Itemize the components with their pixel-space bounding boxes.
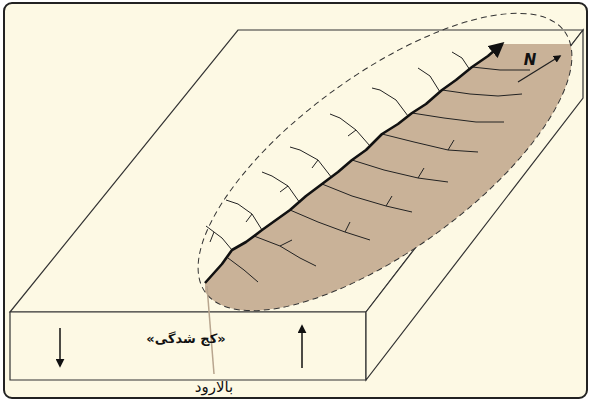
leader-line [207,286,214,374]
tilting-label: «کج شدگی» [146,332,225,346]
main-stream [205,44,502,283]
upstream-label: بالارود [195,379,233,396]
tilted-basin-half [205,44,591,401]
down-arrow [59,328,61,366]
front-face [10,312,366,380]
basin-outline [154,0,591,364]
north-label: N [524,52,537,69]
tributaries [206,52,530,282]
up-arrow [301,326,303,368]
